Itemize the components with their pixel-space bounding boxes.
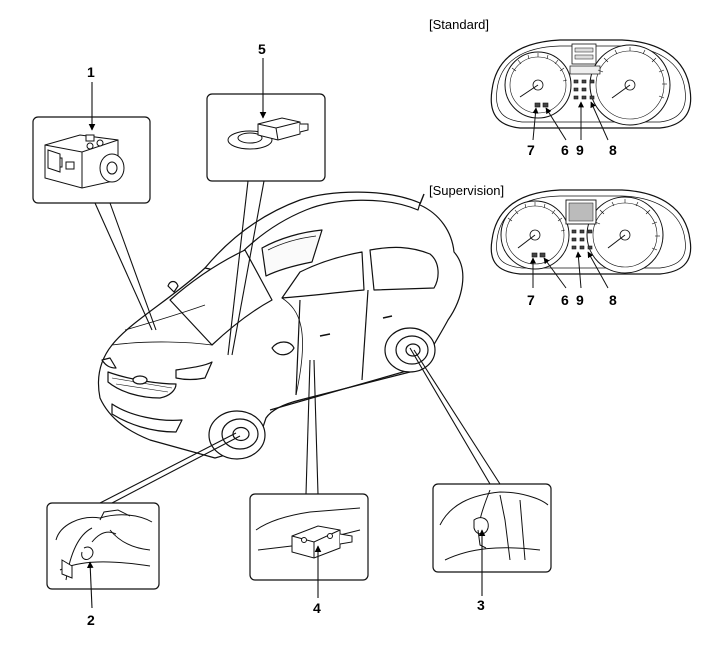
callout-1: 1 xyxy=(87,64,95,80)
callout-sup-6: 6 xyxy=(561,292,569,308)
instrument-cluster-supervision xyxy=(490,189,692,275)
car-illustration xyxy=(97,191,464,460)
inset-front-wheel-speed-sensor xyxy=(46,502,160,590)
callout-5: 5 xyxy=(258,41,266,57)
cluster-callouts-standard xyxy=(532,101,609,141)
inset-yaw-g-sensor xyxy=(249,493,369,581)
callout-lines xyxy=(86,58,501,609)
callout-3: 3 xyxy=(477,597,485,613)
callout-2: 2 xyxy=(87,612,95,628)
cluster-callouts-supervision xyxy=(530,251,609,289)
callout-std-6: 6 xyxy=(561,142,569,158)
callout-sup-9: 9 xyxy=(576,292,584,308)
callout-std-9: 9 xyxy=(576,142,584,158)
instrument-cluster-standard xyxy=(490,39,692,129)
callout-std-8: 8 xyxy=(609,142,617,158)
inset-steering-angle-sensor xyxy=(206,93,326,182)
heading-supervision: [Supervision] xyxy=(429,183,505,198)
inset-abs-hecu xyxy=(32,116,151,204)
callout-sup-7: 7 xyxy=(527,292,535,308)
callout-4: 4 xyxy=(313,600,321,616)
callout-sup-8: 8 xyxy=(609,292,617,308)
heading-standard: [Standard] xyxy=(429,17,489,32)
inset-rear-wheel-speed-sensor xyxy=(432,483,552,573)
callout-std-7: 7 xyxy=(527,142,535,158)
